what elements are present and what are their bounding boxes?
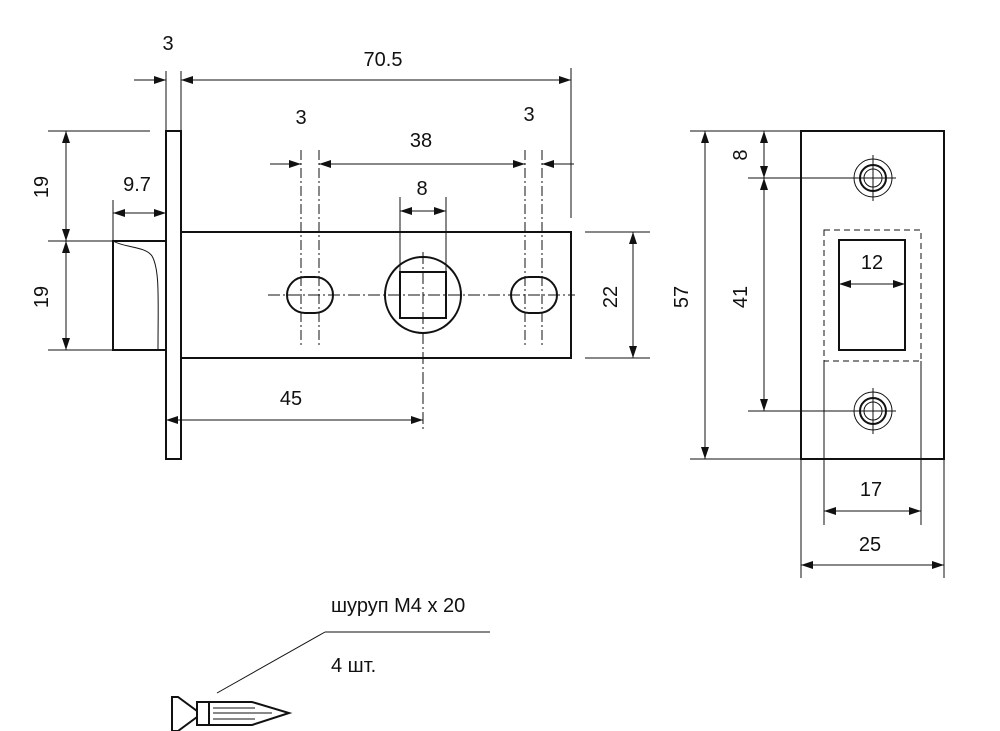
- dim-body-height-label: 22: [600, 286, 622, 308]
- left-mounting-slot: [286, 150, 334, 345]
- strike-plate: [800, 130, 945, 460]
- latch-side-view: 3 70.5 3 38 3 8: [31, 33, 650, 460]
- screw-shank: [196, 701, 210, 726]
- strike-recess: [823, 229, 922, 362]
- dim-upper-height-label: 19: [31, 176, 53, 198]
- dim-backset: 45: [166, 388, 423, 424]
- latch-bolt: [112, 240, 166, 351]
- dim-square-label: 8: [416, 178, 427, 200]
- dim-slot-left-label: 3: [295, 107, 306, 129]
- right-mounting-slot: [510, 150, 558, 345]
- dim-plate-thickness: 3: [134, 33, 182, 131]
- dim-backset-label: 45: [280, 388, 302, 410]
- dim-lower-height: 19: [31, 241, 113, 351]
- dim-latch-projection: 9.7: [112, 174, 166, 241]
- dim-strike-inner-width-label: 17: [860, 479, 882, 501]
- dim-strike-width-label: 25: [859, 534, 881, 556]
- dim-strike-hole-spacing-label: 41: [730, 286, 752, 308]
- dim-strike-hole-spacing: 41: [730, 178, 850, 412]
- dim-slot-left: 3: [270, 107, 307, 168]
- dim-slot-spacing-label: 38: [410, 130, 432, 152]
- strike-plate-view: 57 8 41 12 17 25: [671, 130, 945, 578]
- strike-screw-hole-top: [850, 155, 896, 201]
- screw-quantity-label: 4 шт.: [331, 655, 376, 677]
- dim-square: 8: [399, 178, 447, 272]
- dim-lower-height-label: 19: [31, 286, 53, 308]
- dim-slot-right-label: 3: [523, 104, 534, 126]
- screw: шуруп М4 х 20 4 шт.: [171, 595, 490, 731]
- dim-plate-thickness-label: 3: [162, 33, 173, 55]
- dim-strike-width: 25: [800, 459, 945, 578]
- screw-leader-line: [216, 631, 326, 694]
- screw-thread: [208, 701, 293, 726]
- dim-strike-top-offset-label: 8: [730, 149, 752, 160]
- dim-slot-right: 3: [523, 104, 574, 168]
- screw-head: [171, 696, 198, 731]
- dim-strike-opening: 12: [839, 252, 905, 288]
- dim-overall-length: 70.5: [181, 49, 572, 218]
- dim-latch-projection-label: 9.7: [123, 174, 151, 196]
- dim-strike-top-offset: 8: [730, 131, 850, 179]
- dim-strike-height: 57: [671, 130, 801, 460]
- dim-slot-spacing: 38: [319, 130, 525, 168]
- faceplate: [165, 130, 182, 460]
- dim-body-height: 22: [585, 231, 650, 359]
- dim-overall-length-label: 70.5: [364, 49, 403, 71]
- screw-spec-label: шуруп М4 х 20: [331, 595, 465, 617]
- dim-strike-inner-width: 17: [823, 361, 922, 525]
- dim-strike-height-label: 57: [671, 286, 693, 308]
- dim-strike-opening-label: 12: [861, 252, 883, 274]
- dim-upper-height: 19: [31, 130, 150, 242]
- strike-opening: [838, 239, 906, 351]
- strike-screw-hole-bottom: [850, 388, 896, 434]
- spindle-hub: [384, 256, 462, 334]
